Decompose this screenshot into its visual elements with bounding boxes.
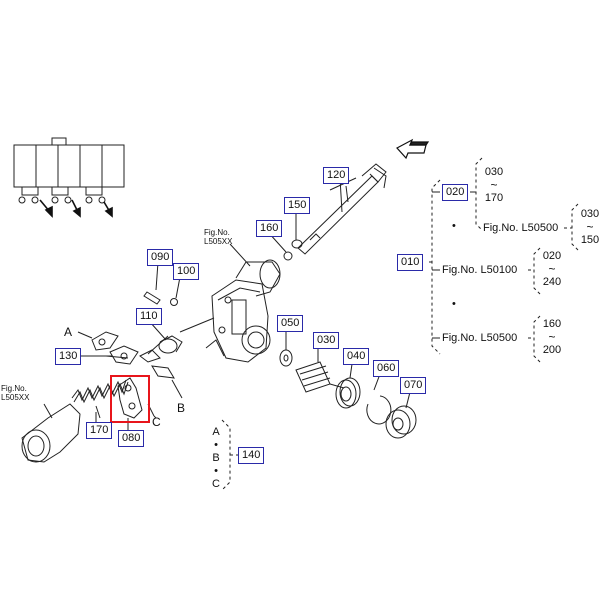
arrow-icons bbox=[39, 199, 113, 218]
callout-080[interactable]: 080 bbox=[118, 430, 145, 447]
abc-stack-c: C bbox=[212, 478, 220, 490]
legend-v020: 020 bbox=[542, 250, 562, 262]
callout-060[interactable]: 060 bbox=[373, 360, 400, 377]
legend-v200: 200 bbox=[542, 344, 562, 356]
callout-160[interactable]: 160 bbox=[256, 220, 283, 237]
control-panel-icon bbox=[13, 137, 125, 204]
legend-bracket-l50500b bbox=[528, 315, 541, 363]
legend-dot-2: • bbox=[452, 298, 456, 310]
washer-part bbox=[279, 330, 293, 367]
fig-ref-top: Fig.No. L505XX bbox=[204, 228, 232, 246]
callout-100[interactable]: 100 bbox=[173, 263, 200, 280]
callout-150[interactable]: 150 bbox=[284, 197, 311, 214]
legend-range-160-200: 160 ~ 200 bbox=[540, 318, 564, 357]
abc-stack: A • B • C bbox=[209, 426, 223, 491]
legend-bracket-l50500a bbox=[564, 203, 579, 251]
bearing-part bbox=[335, 363, 361, 409]
clip-part bbox=[139, 335, 183, 399]
legend-v030: 030 bbox=[484, 166, 504, 178]
legend-range-030-170: 030 ~ 170 bbox=[482, 166, 506, 205]
legend-fig-l50500-b: Fig.No. L50500 bbox=[442, 332, 518, 344]
spring-part bbox=[71, 379, 129, 419]
highlight-box bbox=[110, 375, 150, 423]
legend-v150: 150 bbox=[580, 234, 600, 246]
callout-070[interactable]: 070 bbox=[400, 377, 427, 394]
abc-stack-dot1: • bbox=[214, 439, 218, 451]
callout-170[interactable]: 170 bbox=[86, 422, 113, 439]
fig-ref-left: Fig.No. L505XX bbox=[1, 384, 29, 402]
fig-ref-top-line2: L505XX bbox=[204, 237, 233, 246]
callout-050[interactable]: 050 bbox=[277, 315, 304, 332]
fig-ref-left-line1: Fig.No. bbox=[1, 384, 27, 393]
label-c: C bbox=[152, 415, 161, 429]
plunger-part bbox=[149, 317, 215, 354]
legend-range-030-150: 030 ~ 150 bbox=[578, 208, 602, 247]
legend-v240: 240 bbox=[542, 276, 562, 288]
legend-bracket-020 bbox=[475, 157, 483, 231]
leader-lines bbox=[95, 355, 157, 430]
gear-shaft-part bbox=[295, 346, 345, 393]
legend-v170: 170 bbox=[484, 192, 504, 204]
callout-090[interactable]: 090 bbox=[147, 249, 174, 266]
label-b: B bbox=[177, 401, 186, 415]
abc-stack-a: A bbox=[212, 426, 220, 438]
label-a-left: A bbox=[64, 325, 73, 339]
legend-fig-l50100: Fig.No. L50100 bbox=[442, 264, 518, 276]
callout-020[interactable]: 020 bbox=[442, 184, 469, 201]
fig-ref-top-line1: Fig.No. bbox=[204, 228, 230, 237]
legend-tilde-1: ~ bbox=[490, 178, 498, 192]
orientation-arrow-icon bbox=[396, 138, 430, 160]
legend-v160: 160 bbox=[542, 318, 562, 330]
oil-seal-part bbox=[385, 391, 417, 439]
callout-010[interactable]: 010 bbox=[397, 254, 424, 271]
abc-stack-dot2: • bbox=[214, 465, 218, 477]
legend-dot-1: • bbox=[452, 220, 456, 232]
valve-housing bbox=[205, 243, 281, 363]
abc-stack-b: B bbox=[212, 452, 220, 464]
pin-and-ring bbox=[143, 261, 181, 306]
fig-ref-left-line2: L505XX bbox=[1, 393, 30, 402]
callout-040[interactable]: 040 bbox=[343, 348, 370, 365]
callout-110[interactable]: 110 bbox=[136, 308, 162, 325]
callout-120[interactable]: 120 bbox=[323, 167, 350, 184]
callout-030[interactable]: 030 bbox=[313, 332, 340, 349]
legend-bracket-main bbox=[426, 179, 441, 355]
end-housing-part bbox=[21, 403, 81, 463]
legend-tilde-4: ~ bbox=[548, 330, 556, 344]
callout-140[interactable]: 140 bbox=[238, 447, 265, 464]
legend-fig-l50500-a: Fig.No. L50500 bbox=[483, 222, 559, 234]
legend-tilde-2: ~ bbox=[586, 220, 594, 234]
legend-range-020-240: 020 ~ 240 bbox=[540, 250, 564, 289]
legend-bracket-l50100 bbox=[528, 247, 541, 295]
snap-ring-part bbox=[366, 373, 392, 425]
bracket-part bbox=[76, 331, 139, 365]
legend-v030b: 030 bbox=[580, 208, 600, 220]
legend-tilde-3: ~ bbox=[548, 262, 556, 276]
callout-130[interactable]: 130 bbox=[55, 348, 82, 365]
